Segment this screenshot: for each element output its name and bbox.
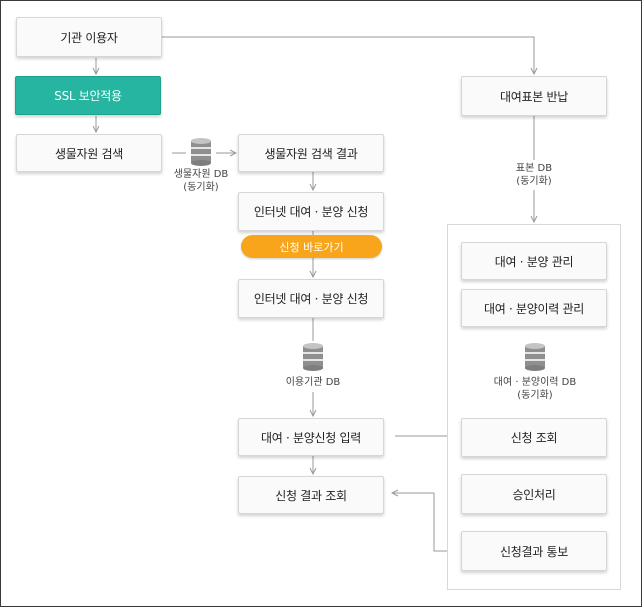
db-label-agency: 이용기관 DB xyxy=(286,376,341,389)
database-icon xyxy=(303,343,323,371)
database-icon xyxy=(191,138,211,166)
db-label-agency-line1: 이용기관 DB xyxy=(285,377,341,388)
node-internet-apply-2: 인터넷 대여 · 분양 신청 xyxy=(238,279,384,318)
node-rental-manage: 대여 · 분양 관리 xyxy=(461,242,607,280)
db-label-history-line2: (동기화) xyxy=(517,390,553,401)
admin-panel xyxy=(447,224,621,590)
node-agency-user: 기관 이용자 xyxy=(16,17,162,57)
db-label-specimen: 표본 DB (동기화) xyxy=(516,162,552,188)
node-specimen-return: 대여표본 반납 xyxy=(461,76,607,116)
node-approve: 승인처리 xyxy=(461,474,607,514)
db-label-bio-line2: (동기화) xyxy=(183,182,219,193)
node-internet-apply-1: 인터넷 대여 · 분양 신청 xyxy=(238,192,384,231)
db-label-bio-line1: 생물자원 DB xyxy=(173,169,229,180)
db-label-specimen-line2: (동기화) xyxy=(516,176,552,187)
db-label-bio: 생물자원 DB (동기화) xyxy=(174,168,229,194)
node-ssl: SSL 보안적용 xyxy=(15,76,161,115)
node-result-view: 신청 결과 조회 xyxy=(238,476,384,514)
database-icon xyxy=(525,343,545,371)
node-result-notify: 신청결과 통보 xyxy=(461,531,607,571)
db-label-history-line1: 대여 · 분양이력 DB xyxy=(493,377,577,388)
node-bio-search: 생물자원 검색 xyxy=(16,134,162,172)
line-user-to-return xyxy=(162,36,534,74)
apply-shortcut-button[interactable]: 신청 바로가기 xyxy=(241,235,382,258)
node-history-manage: 대여 · 분양이력 관리 xyxy=(461,289,607,327)
node-apply-input: 대여 · 분양신청 입력 xyxy=(238,418,384,456)
db-label-history: 대여 · 분양이력 DB (동기화) xyxy=(494,376,576,402)
db-label-specimen-line1: 표본 DB xyxy=(515,163,553,174)
node-apply-view: 신청 조회 xyxy=(461,418,607,457)
node-bio-result: 생물자원 검색 결과 xyxy=(238,134,384,172)
